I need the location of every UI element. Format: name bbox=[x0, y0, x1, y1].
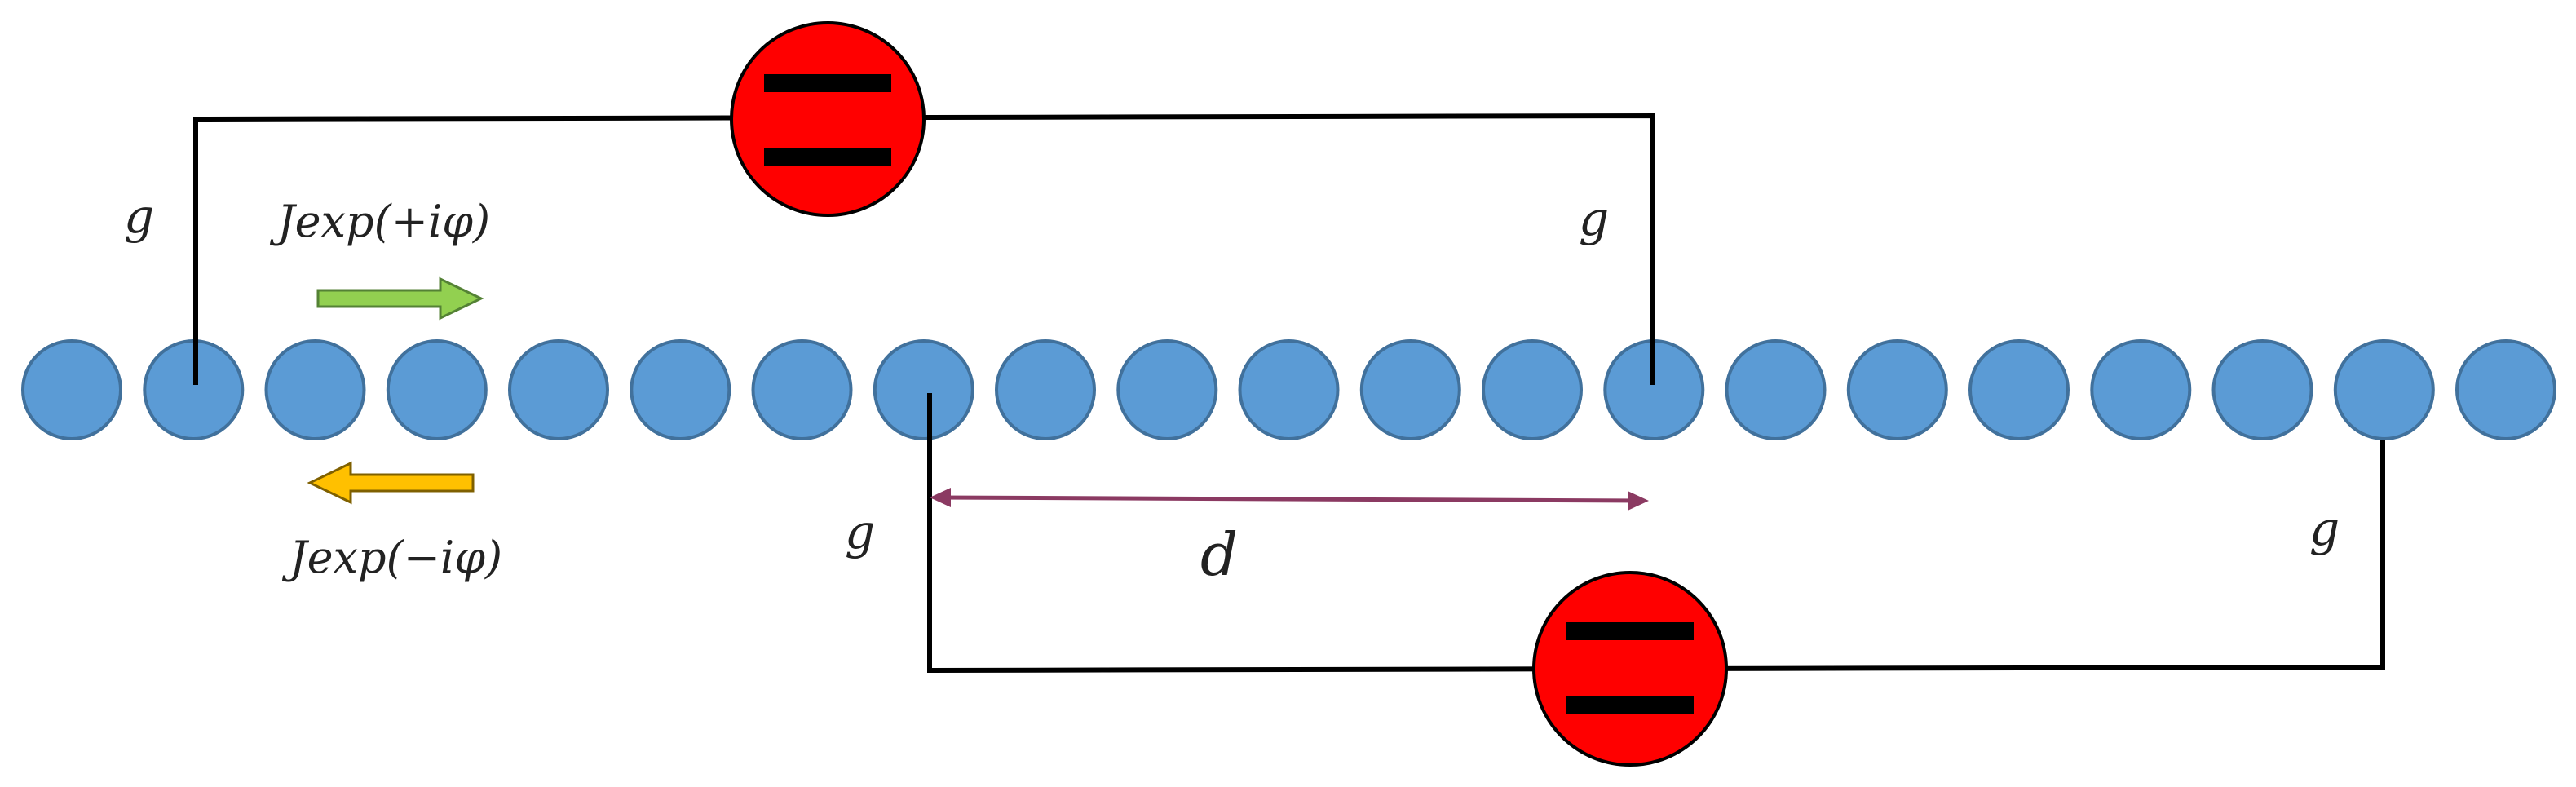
lattice-site bbox=[1968, 339, 2070, 440]
lattice-site bbox=[264, 339, 366, 440]
hopping-label-forward: Jexp(+iφ) bbox=[269, 196, 490, 247]
lattice-site bbox=[2333, 339, 2435, 440]
distance-arrowhead-left bbox=[930, 488, 951, 507]
coupling-label-top-left: g bbox=[124, 188, 154, 244]
lattice-site bbox=[2090, 339, 2192, 440]
coupling-label-bottom-right: g bbox=[2309, 501, 2340, 556]
lattice-site bbox=[995, 339, 1096, 440]
lattice-site bbox=[1725, 339, 1827, 440]
distance-arrowhead-right bbox=[1628, 491, 1649, 511]
hopping-label-backward: Jexp(−iφ) bbox=[281, 532, 502, 583]
bottom-atom-bar-lower bbox=[1566, 696, 1694, 714]
lattice-site bbox=[630, 339, 731, 440]
lattice-site bbox=[508, 339, 609, 440]
coupling-label-bottom-left: g bbox=[845, 504, 875, 559]
backward-hopping-arrow bbox=[307, 461, 475, 505]
lattice-site bbox=[1116, 339, 1218, 440]
lattice-site bbox=[751, 339, 853, 440]
coupling-points bbox=[193, 326, 2385, 457]
lattice-site bbox=[2455, 339, 2556, 440]
top-atom-bar-upper bbox=[764, 74, 891, 92]
forward-hopping-arrow bbox=[316, 276, 484, 321]
lattice-site bbox=[2211, 339, 2313, 440]
lattice-site bbox=[386, 339, 488, 440]
lattice-site bbox=[1238, 339, 1340, 440]
lattice-site bbox=[873, 339, 974, 440]
top-atom-bar-lower bbox=[764, 148, 891, 166]
lattice-site bbox=[1846, 339, 1948, 440]
bottom-giant-atom bbox=[1532, 571, 1728, 767]
bottom-atom-circle bbox=[1532, 571, 1728, 767]
lattice-site bbox=[1482, 339, 1583, 440]
top-atom-circle bbox=[730, 21, 926, 217]
top-giant-atom bbox=[730, 21, 926, 217]
lattice-site bbox=[21, 339, 122, 440]
lattice-site bbox=[1359, 339, 1461, 440]
coupling-label-top-right: g bbox=[1579, 191, 1609, 246]
bottom-atom-bar-upper bbox=[1566, 622, 1694, 640]
distance-line bbox=[937, 495, 1641, 503]
distance-label: d bbox=[1200, 520, 1238, 589]
lattice-sites bbox=[21, 339, 2556, 440]
distance-arrow bbox=[930, 488, 1649, 511]
